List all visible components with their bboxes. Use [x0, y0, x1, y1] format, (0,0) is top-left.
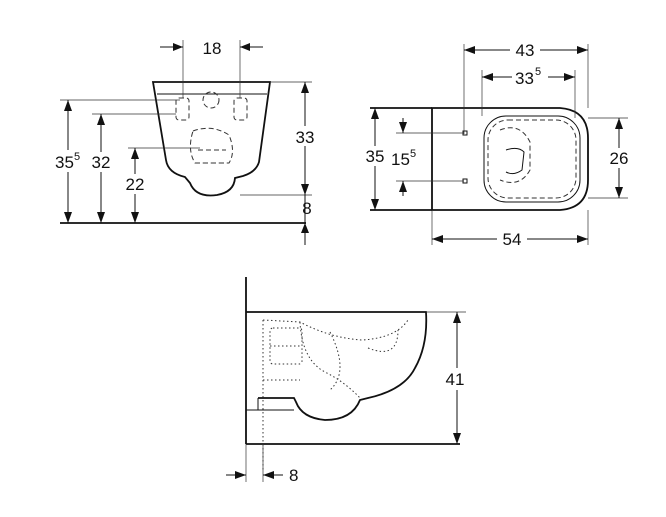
dim-155-sup: 5: [410, 148, 416, 160]
side-dotted-trap-2: [329, 331, 341, 391]
dim-18-label: 18: [203, 39, 222, 58]
top-bowl-opening: [499, 127, 531, 183]
side-body-outline: [246, 311, 428, 421]
dim-8-side-left-arrow: [235, 471, 246, 479]
dim-18-right-arrow: [240, 43, 250, 51]
dim-41-arrow-top: [453, 312, 461, 323]
front-bowl-outline: [151, 81, 272, 197]
dim-32-label: 32: [92, 153, 111, 172]
dim-26-label: 26: [610, 149, 629, 168]
dim-43-label-bg: [510, 40, 540, 60]
dim-41-label: 41: [446, 370, 465, 389]
dim-26-label-bg: [604, 148, 634, 168]
dim-32-arrow-bottom: [97, 212, 105, 223]
dim-54-label-bg: [497, 229, 527, 249]
front-bolt-left: [175, 97, 190, 121]
dim-22-label-bg: [122, 174, 148, 194]
dim-32-arrow-top: [97, 114, 105, 125]
front-view: 18 33 8 35 5 32 22: [52, 39, 319, 245]
dim-355-label-bg: [52, 150, 82, 172]
front-inner-bowl: [189, 127, 233, 164]
dim-26-arrow-top: [615, 118, 623, 129]
dim-8-side-label: 8: [289, 466, 298, 485]
front-pipe-hole: [202, 91, 220, 109]
dim-35-label-bg: [362, 146, 388, 166]
dim-35-arrow-bottom: [371, 199, 379, 210]
dim-43-arrow-right: [577, 46, 588, 54]
top-seat-inner: [487, 119, 577, 199]
side-dotted-inlet: [269, 327, 303, 365]
top-body-outline: [431, 107, 589, 211]
dim-155-label: 15: [391, 150, 410, 169]
dim-41-label-bg: [440, 368, 474, 390]
dim-33-arrow-top: [301, 82, 309, 93]
dim-43-label: 43: [516, 41, 535, 60]
dim-33-arrow-bottom: [301, 184, 309, 195]
dim-355-label: 35: [55, 153, 74, 172]
dim-335-label: 33: [515, 69, 534, 88]
dim-22-arrow-top: [131, 148, 139, 159]
front-bolt-right: [233, 97, 248, 121]
dim-155-arrow-bottom: [399, 181, 407, 192]
dim-54-arrow-left: [432, 235, 443, 243]
top-drain: [505, 147, 525, 175]
top-seat-outline: [483, 115, 581, 203]
dim-26-arrow-bottom: [615, 187, 623, 198]
dim-335-arrow-left: [482, 73, 493, 81]
dim-355-arrow-top: [64, 100, 72, 111]
dim-22-label: 22: [126, 175, 145, 194]
dim-54-label: 54: [503, 230, 522, 249]
dim-32-label-bg: [88, 152, 114, 172]
dim-335-arrow-right: [564, 73, 575, 81]
dim-18-left-arrow: [173, 43, 183, 51]
dim-35-label: 35: [366, 147, 385, 166]
dim-8-front-label: 8: [302, 199, 311, 218]
dim-35-arrow-top: [371, 108, 379, 119]
dim-22-arrow-bottom: [131, 212, 139, 223]
side-dotted-trap: [299, 321, 361, 399]
side-dotted-bowl: [367, 329, 399, 352]
dim-33-label-bg: [291, 126, 319, 146]
dim-8-side-right-arrow: [263, 471, 274, 479]
dim-8-front-arrow: [301, 223, 309, 233]
side-dotted-rim: [262, 319, 409, 341]
side-view: 41 8: [226, 277, 474, 485]
dim-355-arrow-bottom: [64, 212, 72, 223]
dim-335-sup: 5: [535, 66, 541, 78]
dim-355-sup: 5: [74, 151, 80, 163]
dim-41-arrow-bottom: [453, 433, 461, 444]
dim-43-arrow-left: [464, 46, 475, 54]
top-view: 43 33 5 35 15 5 26 54: [362, 40, 634, 249]
dim-335-label-bg: [512, 66, 548, 86]
dim-155-arrow-top: [399, 122, 407, 133]
dim-54-arrow-right: [577, 235, 588, 243]
dim-33-label: 33: [296, 128, 315, 147]
